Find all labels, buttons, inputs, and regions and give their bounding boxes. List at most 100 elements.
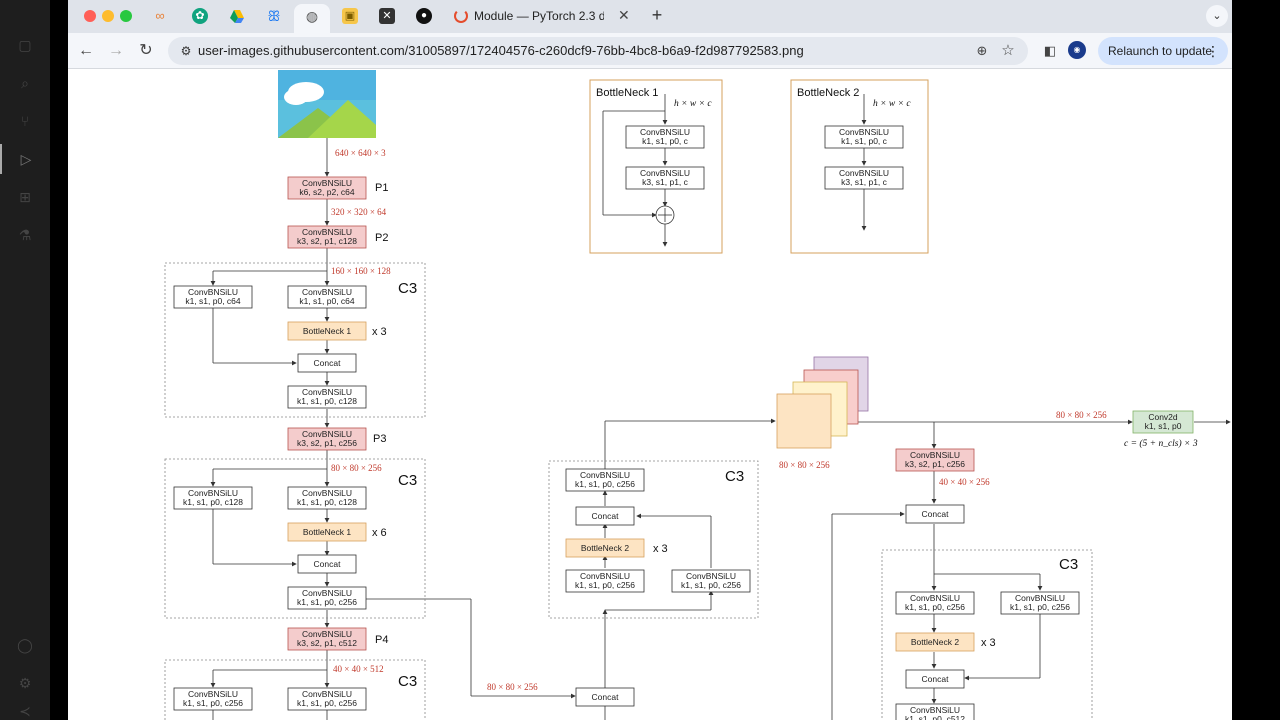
- bottleneck2-frame: [790, 79, 929, 254]
- account-icon[interactable]: ◯: [17, 637, 33, 653]
- settings-gear-icon[interactable]: ⚙: [18, 675, 32, 691]
- zoom-icon[interactable]: ⊕: [976, 43, 988, 58]
- c3-container-head: [881, 549, 1093, 720]
- block-cbs-p1-text-1: ConvBNSiLU: [302, 178, 352, 188]
- more-menu-icon[interactable]: ⋮: [1206, 43, 1220, 59]
- tab-pytorch-module[interactable]: Module — PyTorch 2.3 documentation ✕: [444, 4, 640, 29]
- label-x3-head: x 3: [981, 637, 996, 649]
- x-icon[interactable]: ✕: [379, 8, 395, 24]
- c3-container-neck: [548, 460, 759, 619]
- files-icon[interactable]: ▢: [18, 37, 32, 53]
- right-background: [1230, 0, 1280, 720]
- close-window-button[interactable]: [84, 10, 96, 22]
- openai-icon[interactable]: ✿: [192, 8, 208, 24]
- block-neck-c3-concat-box: [575, 506, 635, 526]
- block-head-c3-out-text-2: k1, s1, p0, c512: [905, 714, 965, 720]
- block-c3a-out-box: [287, 385, 367, 409]
- block-bn1-conv1-text-1: ConvBNSiLU: [640, 127, 690, 137]
- c3-container-3: [164, 659, 426, 720]
- extensions-icon[interactable]: ⊞: [19, 189, 31, 205]
- bookmark-star-icon[interactable]: ☆: [1001, 42, 1015, 59]
- testing-icon[interactable]: ⚗: [18, 227, 32, 243]
- site-info-icon[interactable]: ⚙: [180, 44, 192, 58]
- block-c3c-right-box: [287, 687, 367, 711]
- globe-icon: ◍: [305, 8, 319, 24]
- yolov5-architecture-diagram: BottleNeck 1 BottleNeck 2 h × w × c h × …: [164, 70, 1231, 720]
- block-c3a-left-text-1: ConvBNSiLU: [188, 287, 238, 297]
- block-cbs-p2-text-1: ConvBNSiLU: [302, 227, 352, 237]
- block-head-downsample-text-1: ConvBNSiLU: [910, 450, 960, 460]
- block-head-c3-out-text-1: ConvBNSiLU: [910, 705, 960, 715]
- block-c3b-right-text-2: k1, s1, p0, c128: [297, 497, 357, 507]
- block-c3a-bottleneck-box: [287, 321, 367, 341]
- block-c3b-left-box: [173, 486, 253, 510]
- google-drive-icon[interactable]: [229, 8, 245, 24]
- block-c3b-left-text-2: k1, s1, p0, c128: [183, 497, 243, 507]
- block-c3b-bottleneck-box: [287, 522, 367, 542]
- label-c3-2: C3: [398, 472, 417, 489]
- c3-container-2: [164, 458, 426, 619]
- active-tab[interactable]: ◍: [294, 4, 330, 33]
- back-arrow-icon[interactable]: ←: [78, 42, 94, 59]
- close-tab-icon[interactable]: ✕: [618, 7, 630, 23]
- infinity-icon[interactable]: ∞: [155, 8, 165, 23]
- side-panel-icon[interactable]: ◧: [1043, 43, 1057, 58]
- dim-after-p4: 40 × 40 × 512: [333, 664, 384, 674]
- run-debug-icon[interactable]: ▷: [0, 144, 50, 174]
- block-cbs-p1-text-2: k6, s2, p2, c64: [299, 187, 355, 197]
- dim-after-p1: 320 × 320 × 64: [331, 207, 387, 217]
- tab-search-button[interactable]: ⌄: [1206, 5, 1228, 27]
- block-bn1-conv1-box: [625, 125, 705, 149]
- dim-after-p3: 80 × 80 × 256: [331, 463, 382, 473]
- search-icon[interactable]: ⌕: [21, 75, 29, 91]
- block-bn2-conv2-box: [824, 166, 904, 190]
- forward-arrow-icon[interactable]: →: [108, 42, 124, 59]
- block-c3b-concat-box: [297, 554, 357, 574]
- block-c3a-out-text-2: k1, s1, p0, c128: [297, 396, 357, 406]
- maximize-window-button[interactable]: [120, 10, 132, 22]
- block-neck-c3-right-text-1: ConvBNSiLU: [686, 571, 736, 581]
- block-neck-c3-left-text-1: ConvBNSiLU: [580, 571, 630, 581]
- block-c3c-right-text-2: k1, s1, p0, c256: [297, 698, 357, 708]
- block-neck-c3-out-text-1: ConvBNSiLU: [580, 470, 630, 480]
- block-cbs-p3-box: [287, 427, 367, 451]
- relaunch-button[interactable]: Relaunch to update ⋮: [1098, 37, 1228, 65]
- block-cbs-p2-text-2: k3, s2, p1, c128: [297, 236, 357, 246]
- url-text[interactable]: user-images.githubusercontent.com/310058…: [198, 43, 804, 58]
- source-control-icon[interactable]: ⑂: [20, 113, 30, 129]
- block-neck-c3-bottleneck-text-1: BottleNeck 2: [581, 543, 629, 553]
- block-cbs-p3-text-2: k3, s2, p1, c256: [297, 438, 357, 448]
- notes-icon[interactable]: ▣: [342, 8, 358, 24]
- reload-icon[interactable]: ↻: [139, 42, 153, 59]
- label-p2: P2: [375, 232, 388, 244]
- label-c3-3: C3: [398, 673, 417, 690]
- label-x3-neck: x 3: [653, 543, 668, 555]
- github-icon[interactable]: ●: [416, 8, 432, 24]
- block-head-c3-left-text-1: ConvBNSiLU: [910, 593, 960, 603]
- block-cbs-p2-box: [287, 225, 367, 249]
- block-bn2-conv2-text-1: ConvBNSiLU: [839, 168, 889, 178]
- remote-icon[interactable]: ≺: [19, 703, 31, 719]
- address-bar[interactable]: ⚙ user-images.githubusercontent.com/3100…: [168, 37, 1028, 65]
- block-head-c3-left-box: [895, 591, 975, 615]
- minimize-window-button[interactable]: [102, 10, 114, 22]
- new-tab-button[interactable]: +: [651, 5, 663, 25]
- butterfly-icon[interactable]: ꕥ: [267, 8, 281, 24]
- profile-avatar[interactable]: ◉: [1068, 41, 1086, 59]
- block-head-conv2d-text-2: k1, s1, p0: [1145, 421, 1182, 431]
- relaunch-label: Relaunch to update: [1108, 44, 1213, 58]
